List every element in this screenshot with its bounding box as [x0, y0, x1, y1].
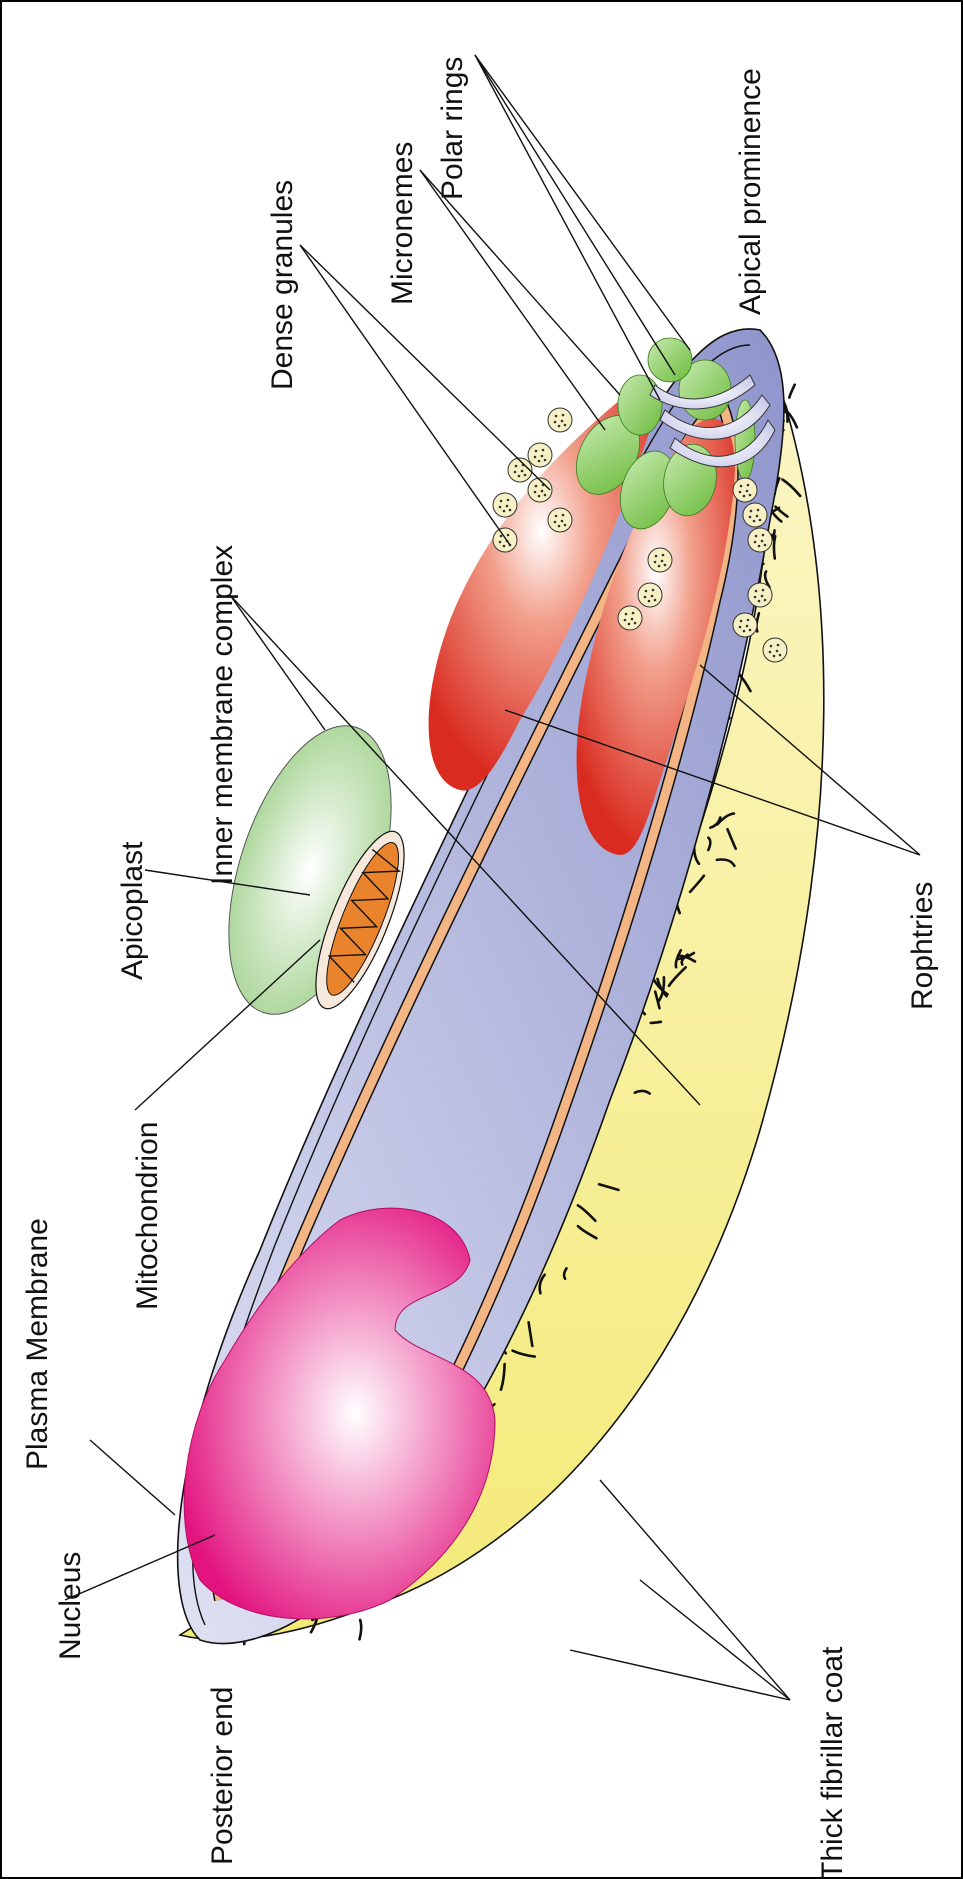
dense-granule: [743, 503, 767, 527]
label-micronemes: Micronemes: [386, 142, 419, 305]
dense-granule: [733, 478, 757, 502]
dense-granule: [493, 528, 517, 552]
dense-granule: [618, 606, 642, 630]
fibril: [651, 1022, 661, 1023]
label-polar-rings: Polar rings: [436, 57, 469, 200]
dense-granule: [638, 583, 662, 607]
label-apical-prominence: Apical prominence: [734, 68, 767, 315]
label-thick-fibrillar-coat: Thick fibrillar coat: [816, 1646, 849, 1879]
dense-granule: [548, 408, 572, 432]
label-plasma-membrane: Plasma Membrane: [21, 1218, 54, 1470]
dense-granule: [763, 638, 787, 662]
fibril: [774, 536, 775, 558]
dense-granule: [648, 548, 672, 572]
fibril: [789, 385, 794, 398]
dense-granule: [508, 458, 532, 482]
dense-granule: [748, 583, 772, 607]
label-posterior-end: Posterior end: [206, 1687, 239, 1865]
fibril: [360, 1620, 362, 1639]
dense-granule: [548, 508, 572, 532]
label-rophtries: Rophtries: [906, 882, 939, 1010]
label-dense-granules: Dense granules: [266, 180, 299, 390]
dense-granule: [748, 528, 772, 552]
label-apicoplast: Apicoplast: [116, 841, 149, 980]
label-nucleus: Nucleus: [54, 1552, 87, 1660]
dense-granule: [493, 493, 517, 517]
dense-granule: [528, 478, 552, 502]
label-mitochondrion: Mitochondrion: [131, 1122, 164, 1310]
label-inner-membrane-complex: Inner membrane complex: [206, 545, 239, 885]
dense-granule: [733, 613, 757, 637]
dense-granule: [528, 443, 552, 467]
